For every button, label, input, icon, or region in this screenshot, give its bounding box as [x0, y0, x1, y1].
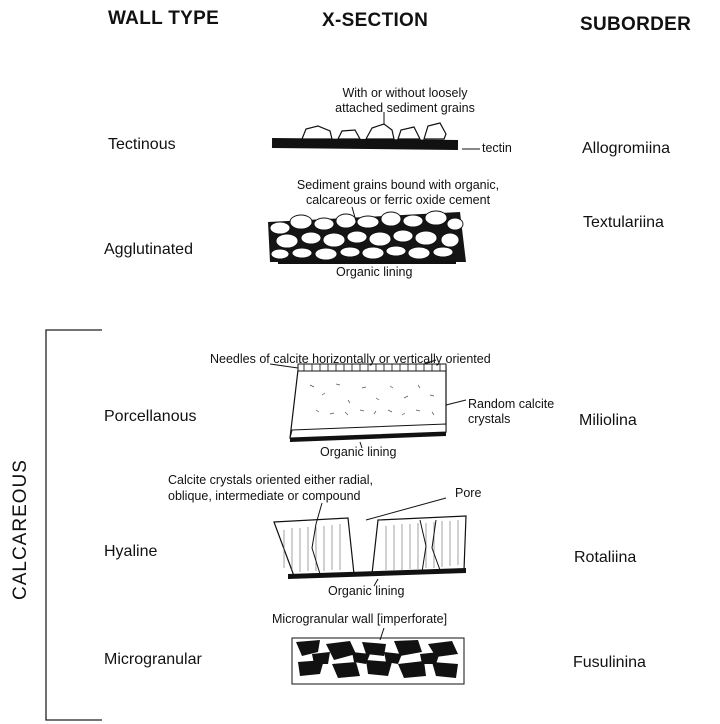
- wall-type-microgranular: Microgranular: [104, 651, 202, 669]
- wall-type-tectinous: Tectinous: [108, 136, 176, 154]
- hyaline-lining-label: Organic lining: [328, 584, 404, 599]
- agglutinated-section: [268, 207, 466, 264]
- wall-type-agglutinated: Agglutinated: [104, 241, 193, 259]
- suborder-allogromiina: Allogromiina: [582, 140, 670, 158]
- calcareous-group-label: CALCAREOUS: [10, 459, 32, 600]
- suborder-textulariina: Textulariina: [583, 214, 664, 232]
- agglutinated-annotation-1: Sediment grains bound with organic,: [268, 178, 528, 193]
- tectinous-annotation-1: With or without loosely: [290, 86, 520, 101]
- calcareous-bracket: [46, 330, 102, 720]
- agglutinated-lining-label: Organic lining: [336, 265, 412, 280]
- hyaline-section: [274, 498, 466, 586]
- pore-label: Pore: [455, 486, 481, 501]
- hyaline-annotation-1: Calcite crystals oriented either radial,: [168, 473, 373, 488]
- porcellanous-section: [270, 360, 466, 448]
- hyaline-annotation-2: oblique, intermediate or compound: [168, 489, 360, 504]
- porcellanous-lining-label: Organic lining: [320, 445, 396, 460]
- wall-type-hyaline: Hyaline: [104, 543, 157, 561]
- microgranular-section: [292, 628, 464, 684]
- agglutinated-annotation-2: calcareous or ferric oxide cement: [268, 193, 528, 208]
- microgranular-annotation: Microgranular wall [imperforate]: [272, 612, 447, 627]
- suborder-rotaliina: Rotaliina: [574, 549, 636, 567]
- tectinous-annotation-2: attached sediment grains: [290, 101, 520, 116]
- tectin-label: tectin: [482, 141, 512, 156]
- tectinous-section: [272, 112, 480, 150]
- random-calcite-label-1: Random calcite: [468, 397, 554, 412]
- wall-type-porcellanous: Porcellanous: [104, 408, 197, 426]
- porcellanous-annotation: Needles of calcite horizontally or verti…: [210, 352, 491, 367]
- suborder-miliolina: Miliolina: [579, 412, 637, 430]
- random-calcite-label-2: crystals: [468, 412, 510, 427]
- suborder-fusulinina: Fusulinina: [573, 654, 646, 672]
